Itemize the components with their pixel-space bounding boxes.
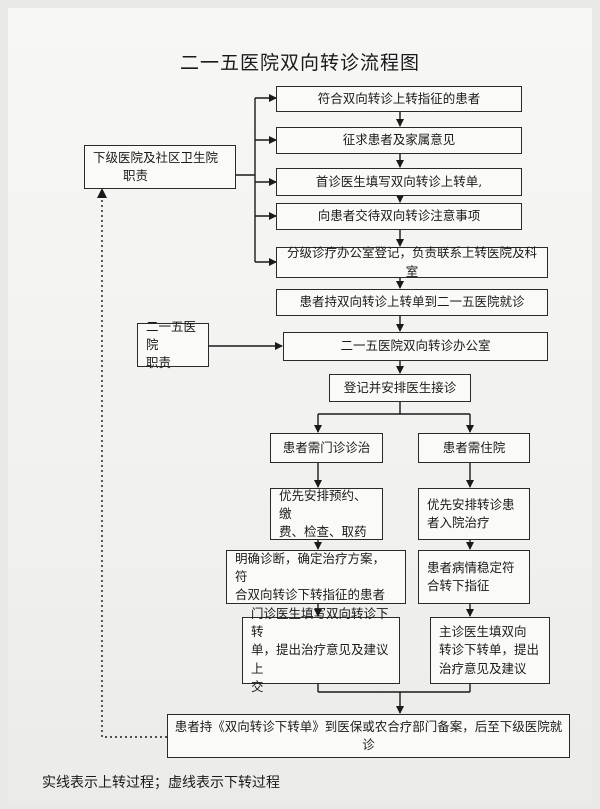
diagram-title: 二一五医院双向转诊流程图 <box>179 52 420 74</box>
outpatient-head: 患者需门诊诊治 <box>270 433 383 463</box>
inpatient-stable-line1: 患者病情稳定符 <box>427 559 515 575</box>
lower-hospital-duty: 职责 <box>123 168 149 183</box>
dotted-return-arrowhead <box>97 188 107 198</box>
step-explain-notes: 向患者交待双向转诊注意事项 <box>276 203 522 230</box>
step-eligible-patient: 符合双向转诊上转指征的患者 <box>276 86 522 112</box>
dotted-return-path <box>101 196 167 738</box>
outpatient-priority-line1: 优先安排预约、缴 <box>279 487 367 521</box>
outpatient-downref-line1: 门诊医生填写双向转诊下转 <box>251 606 389 640</box>
lower-hospital-box: 下级医院及社区卫生院 职责 <box>84 145 236 189</box>
step-register-assign-doctor: 登记并安排医生接诊 <box>329 374 471 402</box>
inpatient-downref-line1: 主诊医生填双向 <box>439 624 527 640</box>
outpatient-downref-line2: 单，提出治疗意见及建议上 <box>251 642 389 676</box>
step-referral-office: 二一五医院双向转诊办公室 <box>283 332 548 361</box>
step-fill-referral-form: 首诊医生填写双向转诊上转单, <box>276 168 522 196</box>
inpatient-stable-line2: 合转下指征 <box>427 578 490 593</box>
outpatient-priority-line2: 费、检查、取药 <box>279 524 367 540</box>
hospital-215-label: 二一五医院 <box>146 318 197 352</box>
outpatient-diagnosis-line2: 合双向转诊下转指征的患者 <box>235 587 386 603</box>
legend-note: 实线表示上转过程；虚线表示下转过程 <box>42 775 280 791</box>
step-patient-visit: 患者持双向转诊上转单到二一五医院就诊 <box>276 289 548 316</box>
step-office-register: 分级诊疗办公室登记，负责联系上转医院及科室 <box>276 245 548 279</box>
inpatient-head: 患者需住院 <box>418 433 530 463</box>
outpatient-priority-box: 优先安排预约、缴 费、检查、取药 <box>270 488 383 540</box>
inpatient-downref-line3: 治疗意见及建议 <box>439 660 527 676</box>
inpatient-downref-box: 主诊医生填双向 转诊下转单，提出 治疗意见及建议 <box>430 617 550 684</box>
lower-hospital-label: 下级医院及社区卫生院 <box>93 149 219 165</box>
outpatient-downref-line3: 交 <box>251 678 264 694</box>
inpatient-stable-box: 患者病情稳定符 合转下指征 <box>418 550 530 604</box>
inpatient-admit-box: 优先安排转诊患 者入院治疗 <box>418 488 530 540</box>
inpatient-admit-line1: 优先安排转诊患 <box>427 496 515 512</box>
hospital-215-duty: 职责 <box>146 355 172 371</box>
inpatient-downref-line2: 转诊下转单，提出 <box>439 642 540 658</box>
outpatient-diagnosis-box: 明确诊断，确定治疗方案，符 合双向转诊下转指征的患者 <box>226 550 406 604</box>
step-consent: 征求患者及家属意见 <box>276 127 522 154</box>
hospital-215-box: 二一五医院 职责 <box>137 319 209 370</box>
inpatient-admit-line2: 者入院治疗 <box>427 515 490 530</box>
outpatient-downref-box: 门诊医生填写双向转诊下转 单，提出治疗意见及建议上 交 <box>242 606 400 694</box>
final-step-box: 患者持《双向转诊下转单》到医保或农合疗部门备案，后至下级医院就诊 <box>167 714 570 758</box>
outpatient-diagnosis-line1: 明确诊断，确定治疗方案，符 <box>235 550 386 584</box>
